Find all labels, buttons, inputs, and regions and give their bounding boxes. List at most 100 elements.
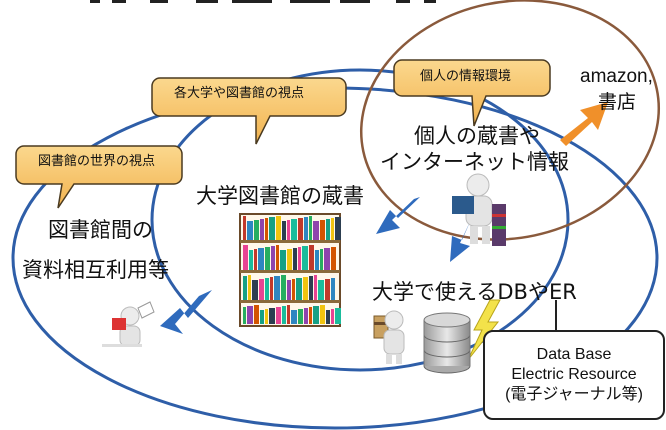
callout-personal-env-label: 個人の情報環境 [420,69,512,84]
book-spine [287,249,292,270]
book-spine [249,250,253,270]
book-spine [313,306,319,324]
book-spine [281,275,286,300]
personal-label-line1: 個人の蔵書や [414,124,540,148]
callout-library-world-label: 図書館の世界の視点 [38,154,156,169]
book-spine [335,308,341,324]
book-spine [326,219,330,240]
book-spine [287,280,291,300]
book-spine [243,216,246,240]
book-spine [270,277,273,300]
book-spine [265,278,269,300]
book-spine [320,249,323,270]
book-spine [254,249,257,270]
callout-library-world [15,145,183,209]
book-spine [331,218,334,240]
book-spine [326,310,330,324]
book-spine [265,309,268,324]
book-spine [282,221,286,240]
book-spine [243,307,246,324]
book-spine [309,216,312,240]
arrow-to-amazon [560,102,608,146]
callout-university-view [151,77,347,145]
book-spine [291,219,297,240]
book-spine [320,305,325,324]
book-spine [318,280,324,300]
book-spine [265,247,270,270]
book-spine [293,248,297,270]
book-spine [282,306,286,324]
book-spine [276,307,281,324]
arrow-personal-to-univ [376,197,420,234]
book-spine [259,279,264,300]
clipped-top-text [90,0,436,3]
book-spine [280,250,286,270]
book-spine [298,218,303,240]
personal-label-line2: インターネット情報 [380,150,569,174]
book-spine [335,217,341,240]
person-reading-icon [452,173,506,246]
interlibrary-label-line1: 図書館間の [48,218,153,242]
amazon-label-line2: 書店 [598,91,637,113]
db-box-line3: (電子ジャーナル等) [505,386,643,403]
book-spine [287,305,290,324]
book-spine [296,278,302,300]
book-spine [303,277,308,300]
university-ellipse [150,68,570,372]
book-spine [325,279,330,300]
book-spine [298,247,301,270]
book-spine [258,248,264,270]
callout-personal-env [393,59,551,127]
db-er-label: 大学で使えるDBやER [372,280,577,304]
amazon-label-line1: amazon, [580,66,653,87]
book-spine [302,246,308,270]
book-spine [254,220,259,240]
arrow-univ-to-interlibrary [160,290,212,334]
person-mailing-icon [102,301,155,347]
book-spine [271,246,275,270]
book-spine [269,308,275,324]
book-spine [292,279,295,300]
book-spine [309,307,312,324]
book-spine [324,248,330,270]
book-spine [269,217,275,240]
book-spine [314,275,317,300]
db-box-line1: Data Base [536,346,612,363]
interlibrary-label-line2: 資料相互利用等 [22,258,169,282]
book-spine [265,218,268,240]
book-spine [260,310,264,324]
book-spine [243,276,247,300]
book-spine [320,220,325,240]
book-spine [276,216,281,240]
book-spine [247,221,253,240]
db-box-line2: Electric Resource [511,366,637,383]
book-spine [248,275,251,300]
personal-env-ellipse [359,0,661,241]
book-spine [313,221,319,240]
arrow-personal-to-db [450,222,470,262]
callout-university-view-label: 各大学や図書館の視点 [174,86,305,101]
book-spine [331,309,334,324]
book-spine [252,280,258,300]
book-spine [309,245,314,270]
book-spine [274,276,280,300]
book-spine [287,220,290,240]
book-spine [298,309,303,324]
book-spine [247,306,253,324]
book-spine [309,276,313,300]
book-spine [304,217,308,240]
bookshelf-icon [239,213,341,327]
univ-collection-label: 大学図書館の蔵書 [196,184,364,208]
book-spine [254,305,259,324]
book-spine [276,245,279,270]
book-spine [315,250,319,270]
db-description-box: Data Base Electric Resource (電子ジャーナル等) [483,330,665,420]
database-icon [423,312,471,374]
person-carrying-books-icon [373,310,405,364]
book-spine [331,278,335,300]
book-spine [291,310,297,324]
book-spine [243,245,248,270]
book-spine [304,308,308,324]
